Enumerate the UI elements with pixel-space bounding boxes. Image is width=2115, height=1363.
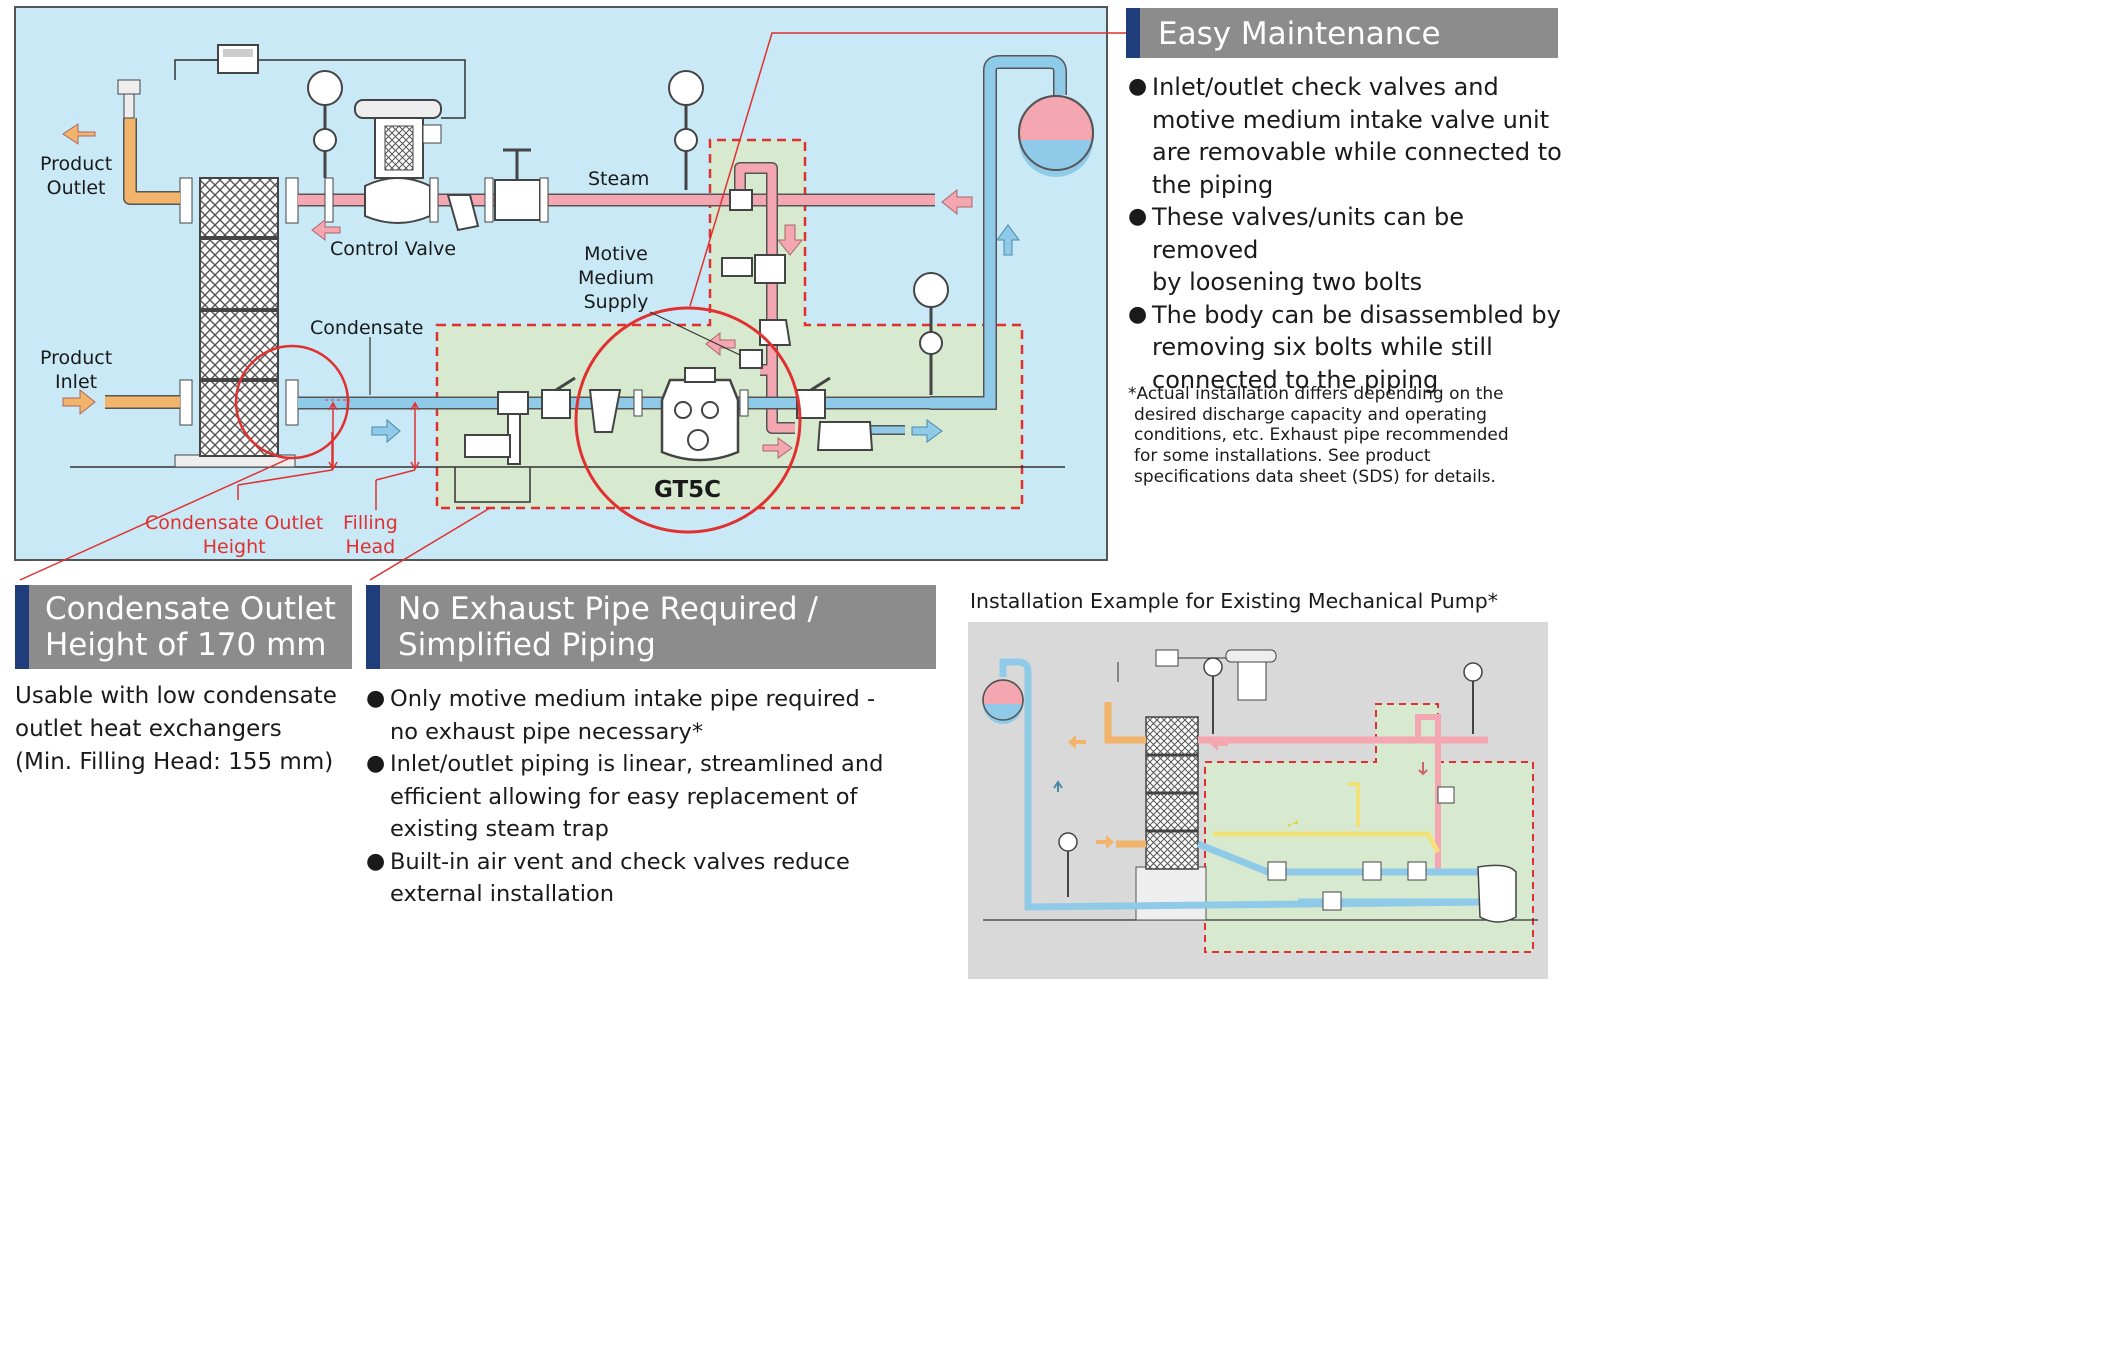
header-title-line-1: Condensate Outlet: [45, 591, 336, 627]
label-gt5c: GT5C: [654, 477, 722, 503]
check-valve-in: [497, 391, 529, 415]
flow-arrows: [62, 123, 1020, 459]
installation-example-diagram: [968, 622, 1548, 979]
text-line: (Min. Filling Head: 155 mm): [15, 749, 334, 775]
label-line: Motive: [584, 243, 648, 265]
bullet-line: Built-in air vent and check valves reduc…: [390, 848, 850, 875]
callout-circle-outlet: [234, 344, 350, 460]
bullet-line: Inlet/outlet check valves and: [1152, 73, 1499, 101]
bullet-dot: ●: [1128, 74, 1148, 99]
gauge-steam-1: [307, 70, 343, 178]
ball-valve-in: [541, 389, 571, 419]
text-line: Usable with low condensate: [15, 683, 337, 709]
bullet-item: ● Built-in air vent and check valves red…: [366, 846, 936, 911]
label-line: Inlet: [55, 371, 98, 393]
bullet-item: ● The body can be disassembled by removi…: [1128, 299, 1563, 397]
text-line: outlet heat exchangers: [15, 716, 282, 742]
control-valve: [200, 59, 466, 224]
installation-note: *Actual installation differs depending o…: [1128, 384, 1558, 488]
header-accent: [1126, 8, 1140, 58]
no-exhaust-header: No Exhaust Pipe Required / Simplified Pi…: [366, 585, 936, 669]
header-title-line-1: No Exhaust Pipe Required /: [398, 591, 818, 627]
no-exhaust-list: ● Only motive medium intake pipe require…: [366, 683, 936, 911]
note-line: conditions, etc. Exhaust pipe recommende…: [1134, 425, 1509, 446]
label-condensate: Condensate: [310, 317, 424, 339]
bullet-line: no exhaust pipe necessary*: [390, 718, 704, 745]
gauge-condensate: [913, 272, 949, 395]
receiver-tank: [1018, 95, 1094, 177]
bullet-line: the piping: [1152, 170, 1274, 199]
easy-maintenance-header: Easy Maintenance: [1126, 8, 1558, 58]
steam-trap: [816, 421, 874, 451]
bullet-line: The body can be disassembled by: [1152, 300, 1561, 329]
label-line: Product: [40, 347, 113, 369]
label-line: Condensate Outlet: [145, 512, 324, 534]
label-line: Product: [40, 153, 113, 175]
bullet-dot: ●: [366, 751, 386, 776]
note-line: *Actual installation differs depending o…: [1128, 384, 1504, 404]
pump-zone: [435, 138, 1024, 510]
callout-circle-gt5c: [574, 306, 802, 534]
label-line: Supply: [583, 291, 649, 313]
piping-diagram: [14, 6, 1130, 581]
bullet-dot: ●: [1128, 301, 1148, 327]
condensate-outlet-text: Usable with low condensate outlet heat e…: [15, 680, 365, 779]
label-motive-medium-supply: Motive Medium Supply: [578, 242, 654, 314]
label-line: Height: [202, 536, 266, 558]
bullet-dot: ●: [366, 686, 386, 711]
gauge-steam-2: [668, 70, 704, 190]
bullet-line: efficient allowing for easy replacement …: [390, 783, 858, 810]
condensate-outlet-header: Condensate Outlet Height of 170 mm: [15, 585, 352, 669]
note-line: desired discharge capacity and operating: [1134, 404, 1487, 425]
label-line: Outlet: [46, 177, 106, 199]
bullet-line: motive medium intake valve unit: [1152, 105, 1550, 134]
label-control-valve: Control Valve: [330, 238, 457, 260]
bullet-dot: ●: [366, 848, 386, 874]
label-condensate-outlet-height: Condensate Outlet Height: [145, 511, 323, 559]
bullet-item: ● Inlet/outlet check valves and motive m…: [1128, 71, 1563, 201]
bullet-line: existing steam trap: [390, 816, 609, 842]
bullet-line: are removable while connected to: [1152, 138, 1562, 166]
bullet-line: Inlet/outlet piping is linear, streamlin…: [390, 751, 884, 777]
note-line: specifications data sheet (SDS) for deta…: [1134, 466, 1496, 487]
bullet-line: Only motive medium intake pipe required …: [390, 686, 876, 712]
label-line: Filling: [343, 512, 398, 534]
label-line: Head: [345, 536, 396, 558]
header-accent: [366, 585, 380, 669]
ball-valve-out: [796, 389, 826, 419]
bullet-item: ● These valves/units can be removed by l…: [1128, 201, 1563, 299]
header-title: Easy Maintenance: [1158, 16, 1441, 52]
bullet-line: removing six bolts while still: [1152, 333, 1493, 361]
label-line: Medium: [578, 267, 654, 289]
bullet-line: by loosening two bolts: [1152, 268, 1423, 296]
label-product-outlet: Product Outlet: [40, 152, 112, 200]
gt5c-pump: [660, 367, 740, 462]
bullet-line: connected to the piping: [1152, 365, 1439, 394]
header-accent: [15, 585, 29, 669]
header-title-line-2: Simplified Piping: [398, 627, 656, 663]
easy-maintenance-list: ● Inlet/outlet check valves and motive m…: [1128, 71, 1563, 396]
bullet-dot: ●: [1128, 204, 1148, 229]
header-title-line-2: Height of 170 mm: [45, 627, 327, 663]
note-line: for some installations. See product: [1134, 446, 1431, 467]
heat-exchanger: [174, 177, 299, 468]
label-product-inlet: Product Inlet: [40, 346, 112, 394]
installation-example-title: Installation Example for Existing Mechan…: [970, 589, 1499, 613]
globe-valve-1: [494, 148, 541, 221]
bullet-item: ● Only motive medium intake pipe require…: [366, 683, 936, 748]
label-filling-head: Filling Head: [343, 511, 398, 559]
label-steam: Steam: [588, 168, 650, 190]
bullet-line: These valves/units can be removed: [1152, 203, 1465, 264]
bullet-item: ● Inlet/outlet piping is linear, streaml…: [366, 748, 936, 846]
bullet-line: external installation: [390, 881, 614, 907]
